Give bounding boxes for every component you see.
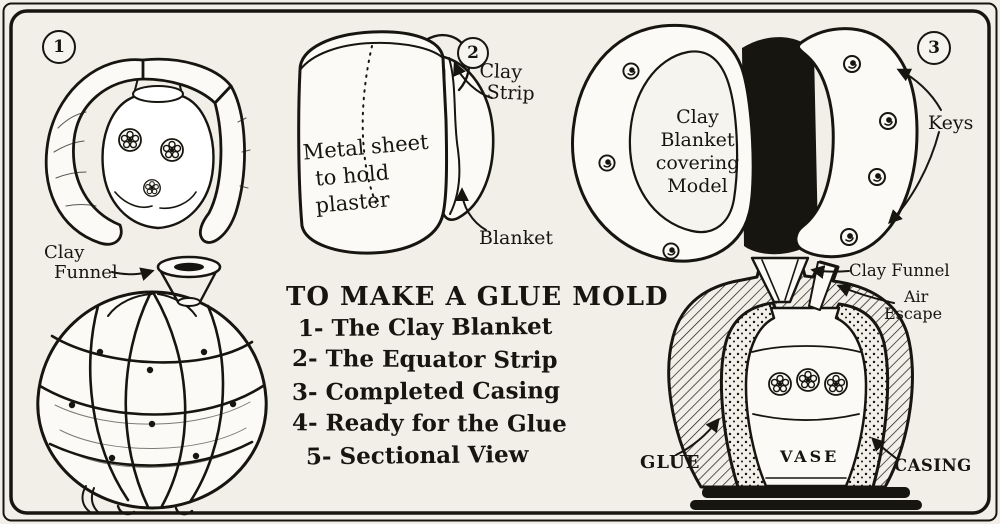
instruction-step-2: 2-The Equator Strip xyxy=(292,345,567,379)
clay-funnel-label: Clay Funnel xyxy=(42,243,118,283)
blanket-label: Blanket xyxy=(479,227,553,249)
diagram-title: TO MAKE A GLUE MOLD xyxy=(286,282,669,312)
step-badge-1: 1 xyxy=(42,30,76,64)
casing-arrow xyxy=(871,437,898,460)
casing-label-line4: Model xyxy=(667,175,728,197)
step-2-text: The Equator Strip xyxy=(325,345,558,374)
step-badge-2: 2 xyxy=(457,37,489,69)
glue-label: GLUE xyxy=(640,452,701,473)
clay-funnel-arrow xyxy=(111,267,155,281)
equator-strip-illustration xyxy=(297,30,495,255)
instruction-step-5: 5-Sectional View xyxy=(306,441,567,476)
rope-net xyxy=(38,292,265,516)
blanket-arrow xyxy=(455,187,487,231)
air-escape-label-line2: Escape xyxy=(884,304,943,323)
keys-arrow-top xyxy=(896,68,942,111)
step-5-number: 5- xyxy=(305,443,332,471)
air-escape-label-line1: Air xyxy=(904,287,929,306)
clay-strip-label-line2: Strip xyxy=(486,81,536,105)
metal-sheet-label: Metal sheet to hold plaster xyxy=(302,127,458,221)
ready-for-glue-illustration xyxy=(36,255,268,516)
casing-label-line1: Clay xyxy=(676,106,719,128)
step-3-text: Completed Casing xyxy=(325,377,561,406)
instruction-step-4: 4-Ready for the Glue xyxy=(292,409,567,442)
air-escape-arrow xyxy=(836,283,895,304)
step-5-text: Sectional View xyxy=(339,441,529,471)
step-4-text: Ready for the Glue xyxy=(325,409,567,438)
sectional-view-illustration xyxy=(667,256,922,510)
keys-label: Keys xyxy=(928,112,974,134)
clay-strip-label: Clay Strip xyxy=(478,60,536,105)
clay-funnel-label-line1: Clay xyxy=(44,242,85,263)
step-1-text: The Clay Blanket xyxy=(331,312,553,342)
keys-arrow-bottom xyxy=(888,131,940,224)
casing-label-line2: Blanket xyxy=(660,129,735,151)
step-4-number: 4- xyxy=(291,409,318,437)
step-2-number: 2- xyxy=(291,345,318,373)
step-badge-3: 3 xyxy=(917,31,951,65)
clay-blanket-covering-model-label: Clay Blanket covering Model xyxy=(645,106,750,198)
sec-clay-funnel-label: Clay Funnel xyxy=(849,261,950,280)
air-escape-label: Air Escape xyxy=(884,288,942,322)
vase-section xyxy=(744,306,868,488)
glue-arrow xyxy=(675,417,720,456)
clay-strip-arrow xyxy=(453,61,493,99)
sec-clay-funnel-arrow xyxy=(810,265,850,279)
casing-label: CASING xyxy=(894,456,972,475)
instruction-steps: 1-The Clay Blanket 2-The Equator Strip 3… xyxy=(292,313,567,476)
rope-knots xyxy=(68,348,237,462)
step-3-number: 3- xyxy=(291,378,318,406)
instruction-step-1: 1-The Clay Blanket xyxy=(298,313,567,347)
step-1-number: 1- xyxy=(297,314,324,343)
clay-funnel-label-line2: Funnel xyxy=(54,262,118,283)
instruction-step-3: 3-Completed Casing xyxy=(292,377,567,411)
completed-casing-illustration xyxy=(570,23,942,263)
clay-blanket-illustration xyxy=(44,57,251,246)
vase-label: VASE xyxy=(780,447,840,466)
casing-label-line3: covering xyxy=(655,152,740,174)
